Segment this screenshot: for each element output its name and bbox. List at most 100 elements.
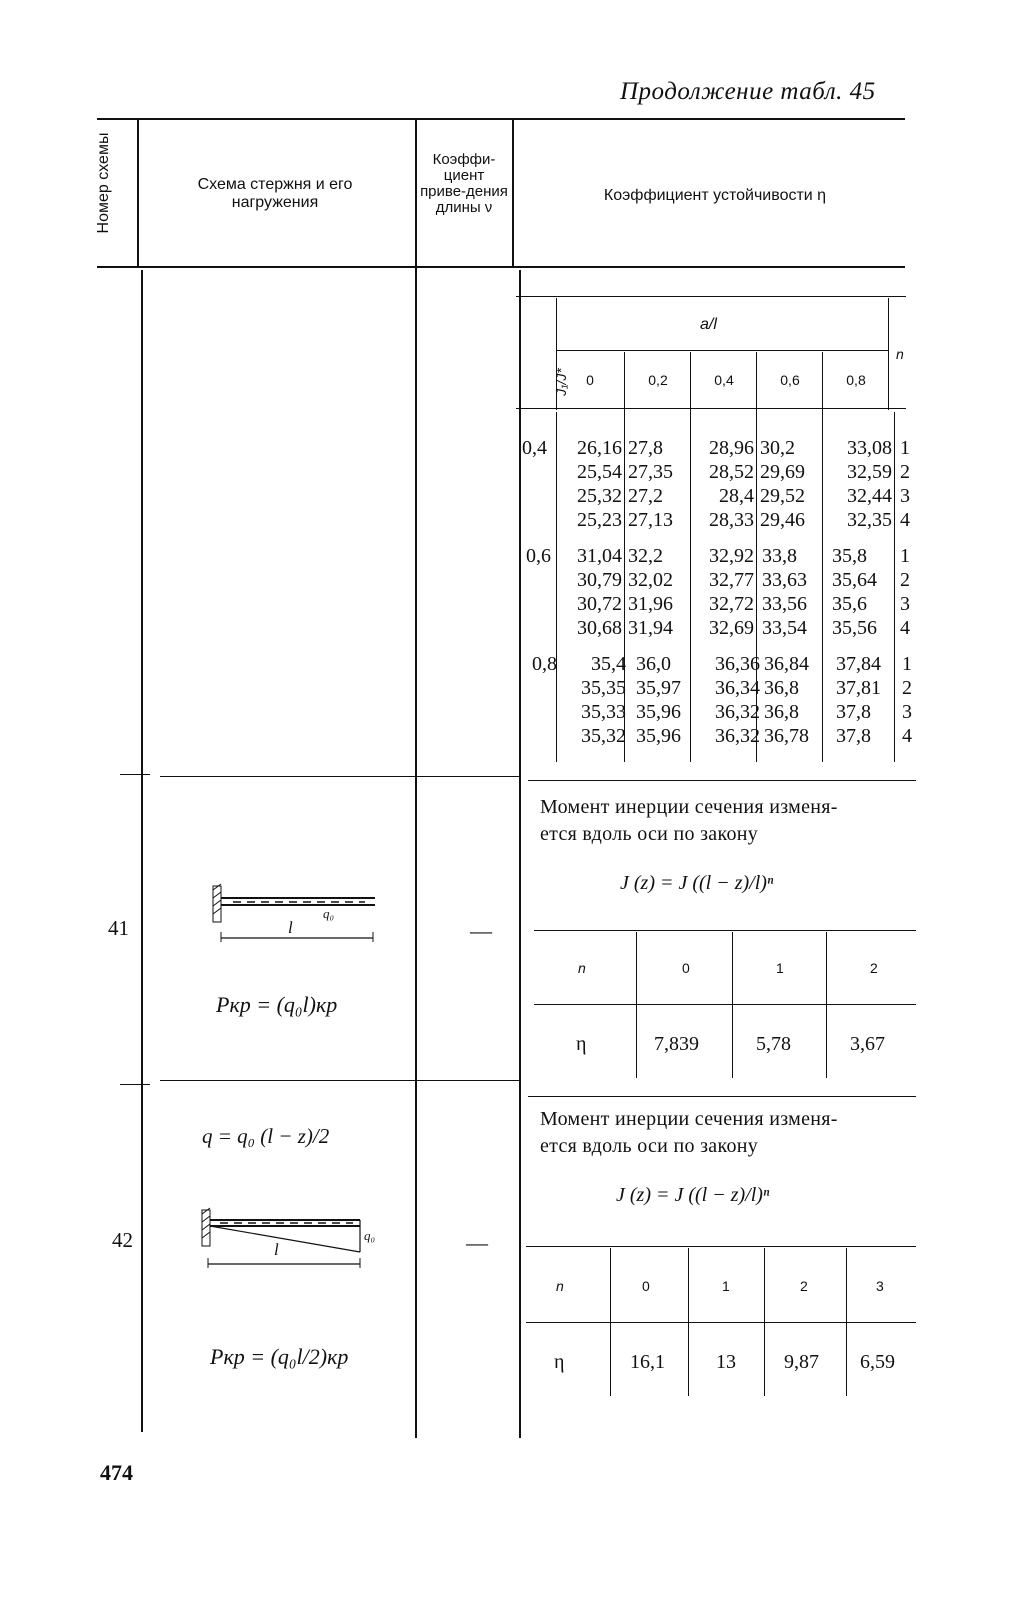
scheme-42-law: J (z) = J ((l − z)/l)ⁿ	[616, 1184, 770, 1206]
inner-divider-e	[894, 412, 895, 762]
scheme-42-table-top	[526, 1246, 916, 1247]
scheme-42-table-divider	[688, 1248, 689, 1396]
scheme-42-table-divider	[764, 1248, 765, 1396]
inner-divider-b	[690, 352, 691, 762]
scheme-42-table-divider	[846, 1248, 847, 1396]
inner-divider-f	[556, 412, 557, 762]
scheme-42-beam-diagram	[201, 1207, 361, 1268]
inner-header-rule	[516, 408, 906, 409]
col-divider-3	[519, 270, 521, 1438]
row-separator-right	[528, 780, 916, 781]
scheme-42-eta-value: 6,59	[860, 1351, 895, 1373]
scheme-41-law: J (z) = J ((l − z)/l)ⁿ	[620, 872, 774, 894]
inner-divider-n	[888, 298, 889, 410]
scheme-42-n-value: 3	[876, 1278, 884, 1294]
scheme-41-critical-force: Pкр = (q₀l)кр	[216, 992, 338, 1017]
scheme-42-eta-label: η	[554, 1351, 565, 1373]
scheme-42-table-divider	[610, 1248, 611, 1396]
col-divider-1-header	[137, 120, 139, 266]
group-ratio: 0,8	[532, 653, 557, 675]
scheme-41-table-top	[534, 930, 916, 931]
inner-divider-ratio	[556, 298, 557, 410]
group-ratio: 0,6	[526, 545, 551, 567]
row-separator-left	[120, 1084, 150, 1085]
scheme-42-n-label: n	[556, 1278, 564, 1294]
scheme-41-length-label: l	[288, 918, 293, 937]
inner-mid-rule	[556, 350, 888, 351]
group-ratio: 0,4	[522, 437, 547, 459]
scheme-42-load-label: q₀	[364, 1228, 376, 1243]
col-divider-3-header	[512, 120, 514, 266]
scheme-41-nu: —	[470, 918, 492, 943]
col-divider-1	[141, 270, 143, 1432]
scheme-41-table-mid	[534, 1004, 916, 1005]
inner-top-rule	[516, 296, 906, 297]
scheme-41-eta-value: 7,839	[654, 1033, 699, 1055]
scheme-41-table-divider	[636, 932, 637, 1078]
scheme-42-nu: —	[466, 1230, 488, 1255]
scheme-42-top-rule	[528, 1096, 916, 1097]
inner-col-08: 0,8	[846, 372, 866, 388]
header-stability-coefficient: Коэффициент устойчивости η	[603, 187, 827, 204]
inner-al-header: a/l	[700, 316, 717, 333]
header-top-rule	[97, 118, 905, 120]
scheme-41-beam-diagram	[212, 883, 375, 942]
header-bottom-rule	[97, 266, 905, 268]
inner-divider-d	[822, 352, 823, 762]
scheme-42-number: 42	[112, 1228, 133, 1252]
inner-n-header: n	[896, 346, 904, 362]
scheme-42-description: Момент инерции сечения изменя- ется вдол…	[540, 1108, 838, 1157]
row-separator-left	[120, 774, 150, 775]
scheme-41-n-value: 1	[776, 960, 784, 976]
scheme-41-table-divider	[732, 932, 733, 1078]
header-length-coefficient: Коэффи-циент приве-дения длины ν	[420, 151, 508, 216]
inner-divider-a	[624, 352, 625, 762]
scheme-41-eta-value: 3,67	[850, 1033, 885, 1055]
row-separator-mid	[160, 1080, 520, 1081]
scheme-42-eta-value: 13	[716, 1351, 736, 1373]
scheme-42-n-value: 1	[722, 1278, 730, 1294]
scheme-42-eta-value: 16,1	[630, 1351, 665, 1373]
inner-col-06: 0,6	[780, 372, 800, 388]
scheme-42-eta-value: 9,87	[784, 1351, 819, 1373]
scheme-41-number: 41	[108, 916, 129, 940]
scheme-41-n-value: 0	[682, 960, 690, 976]
scheme-41-description: Момент инерции сечения изменя- ется вдол…	[540, 796, 838, 845]
col-divider-2	[415, 120, 417, 1438]
scheme-41-n-label: n	[578, 960, 586, 976]
header-scheme: Схема стержня и его нагружения	[197, 176, 353, 211]
scheme-42-load-law: q = q₀ (l − z)/2	[202, 1124, 330, 1148]
scheme-42-table-mid	[526, 1322, 916, 1323]
scheme-41-table-divider	[826, 932, 827, 1078]
scheme-41-eta-label: η	[576, 1033, 587, 1055]
scheme-42-critical-force: Pкр = (q₀l/2)кр	[210, 1344, 349, 1369]
scheme-41-load-label: q₀	[323, 906, 335, 921]
inner-col-02: 0,2	[648, 372, 668, 388]
row-separator-mid	[160, 776, 520, 777]
page-number: 474	[100, 1460, 133, 1485]
scheme-42-n-value: 2	[800, 1278, 808, 1294]
inner-col-04: 0,4	[714, 372, 734, 388]
scheme-42-length-label: l	[274, 1240, 279, 1259]
scheme-41-n-value: 2	[870, 960, 878, 976]
header-scheme-number: Номер схемы	[95, 132, 112, 234]
inner-divider-c	[756, 352, 757, 762]
